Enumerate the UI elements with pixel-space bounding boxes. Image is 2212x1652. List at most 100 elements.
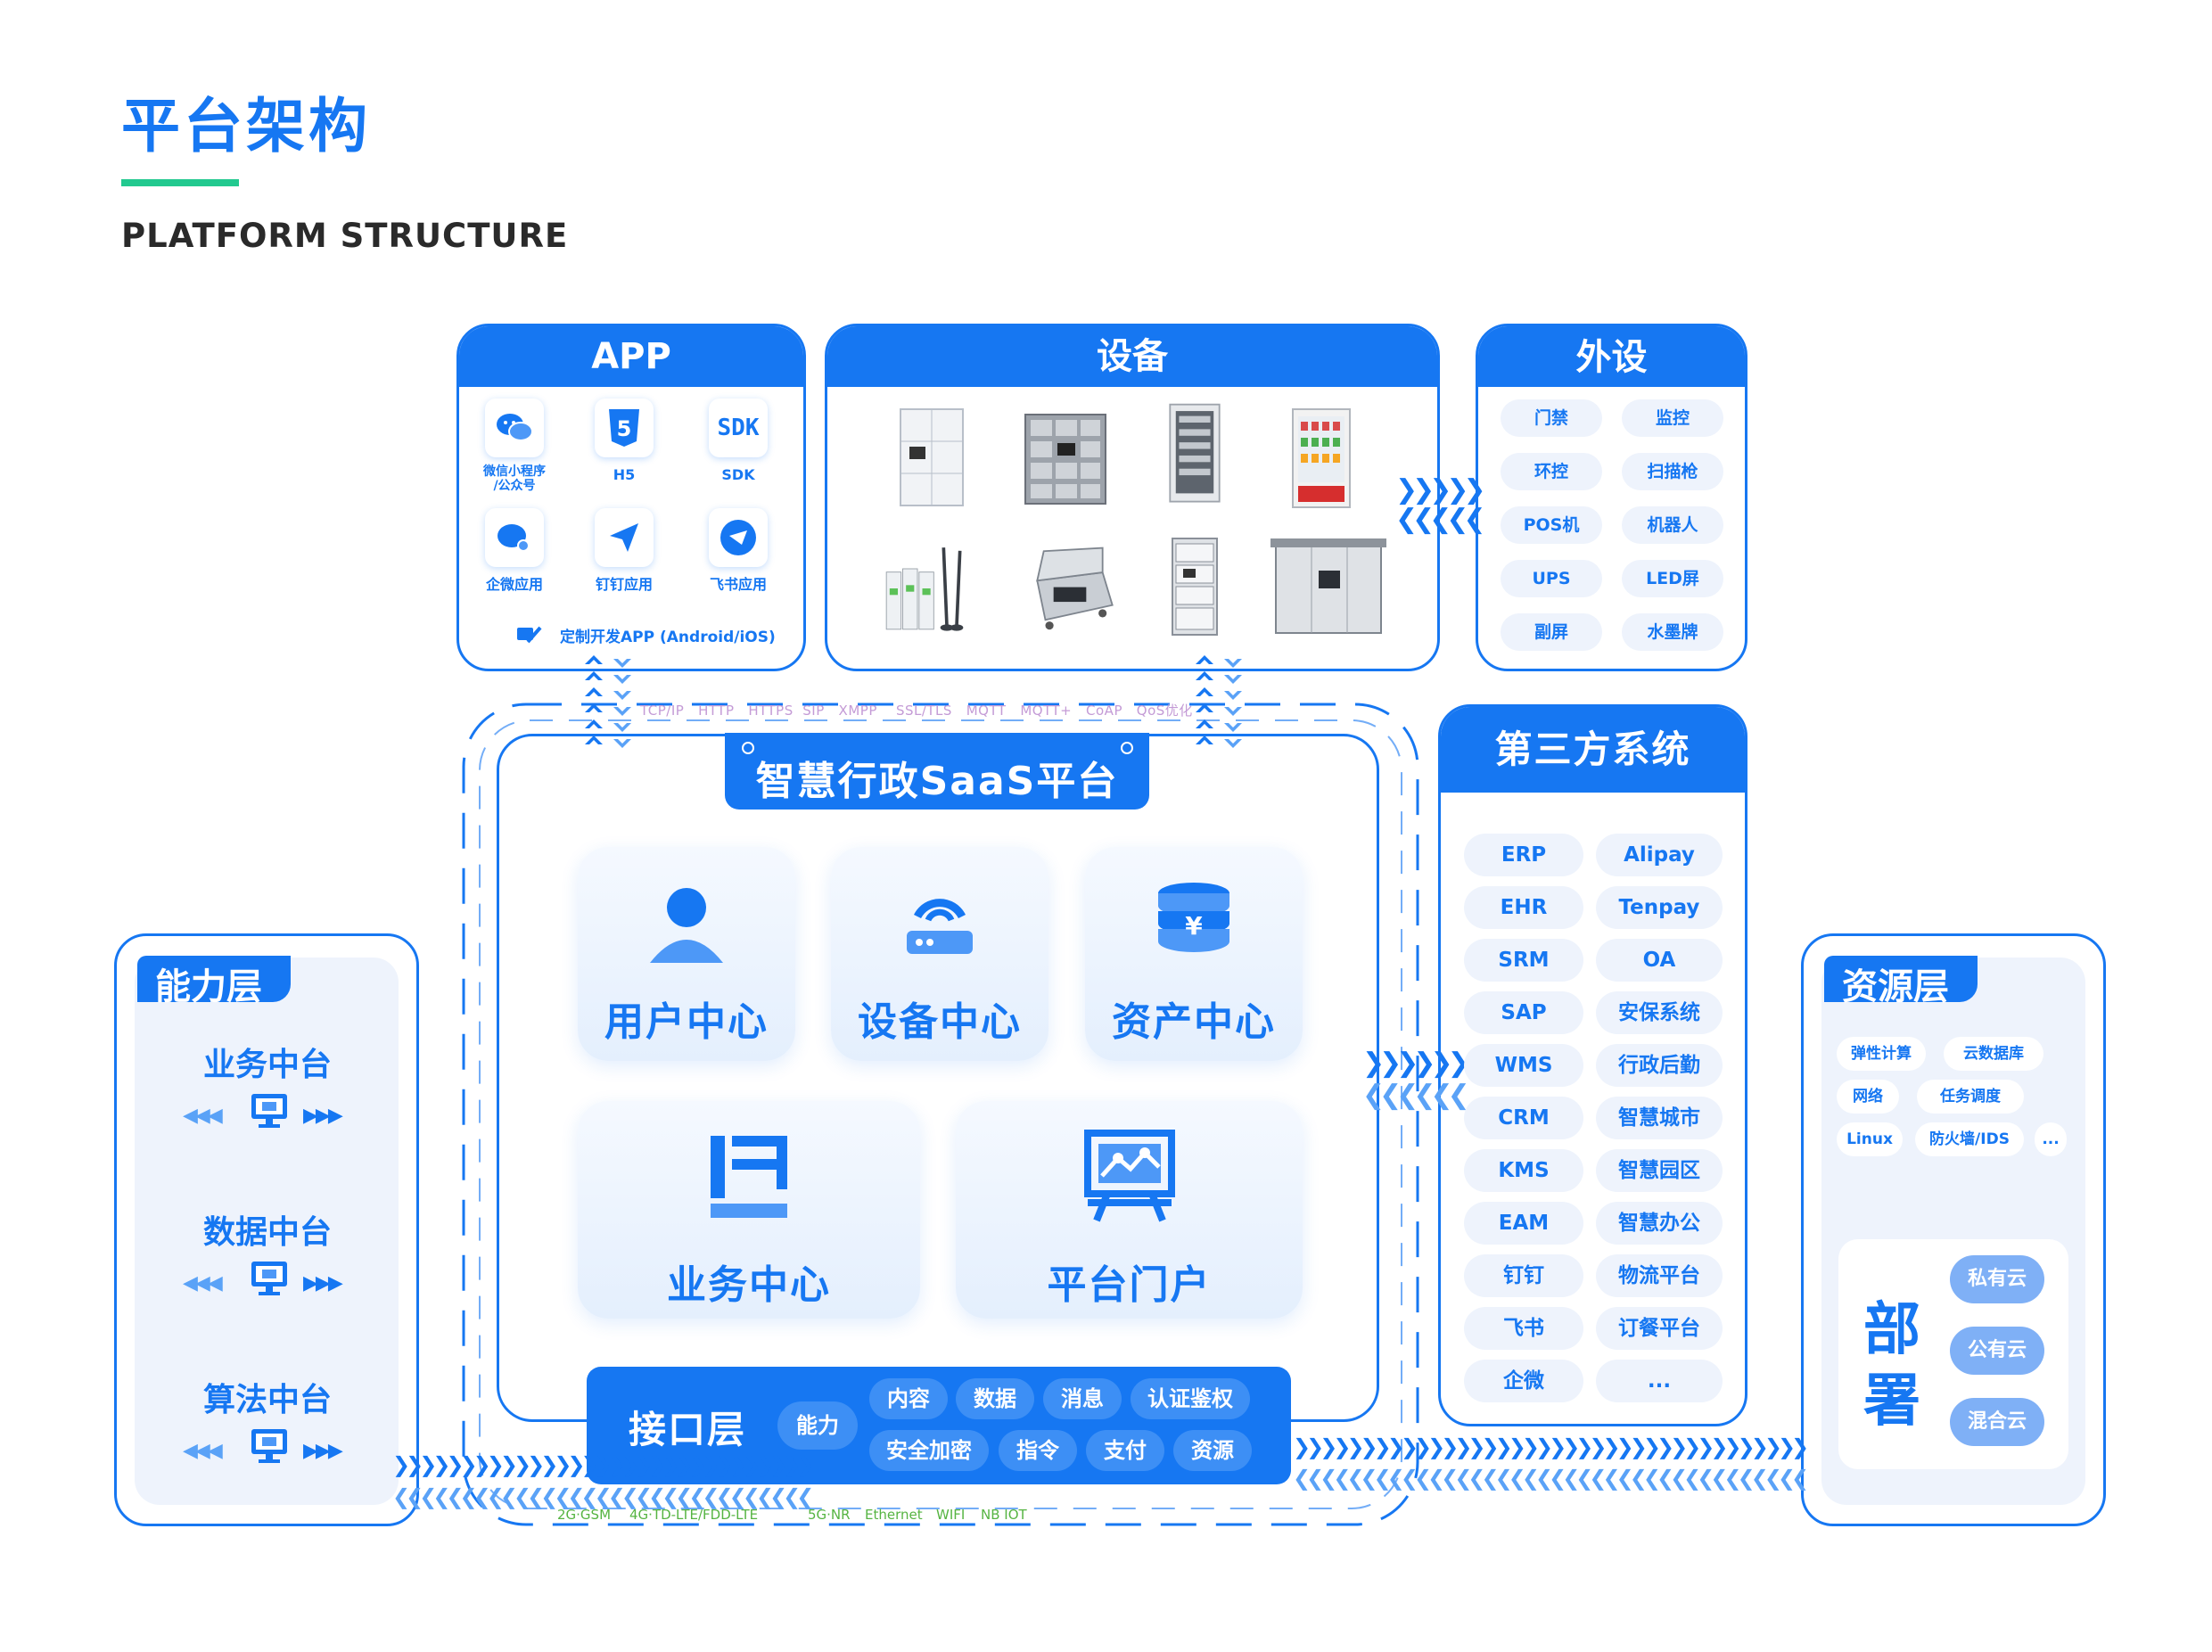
third-party-item[interactable]: EAM bbox=[1464, 1202, 1583, 1245]
tile-business-center[interactable]: 业务中心 bbox=[578, 1101, 920, 1319]
third-party-item[interactable]: ... bbox=[1596, 1360, 1723, 1402]
network-label: WIFI bbox=[936, 1507, 966, 1523]
third-party-item[interactable]: WMS bbox=[1464, 1044, 1583, 1087]
resource-tag[interactable]: 弹性计算 bbox=[1837, 1037, 1926, 1071]
capability-title-bg bbox=[137, 956, 291, 1002]
custom-app-icon bbox=[515, 622, 542, 645]
peripheral-pill[interactable]: 水墨牌 bbox=[1622, 613, 1723, 651]
interface-layer-title: 接口层 bbox=[629, 1408, 747, 1451]
peripherals-panel-title: 外设 bbox=[1478, 326, 1745, 387]
tile-label: 平台门户 bbox=[1047, 1262, 1212, 1308]
third-party-item[interactable]: 安保系统 bbox=[1596, 991, 1723, 1034]
app-item-label: H5 bbox=[613, 466, 636, 483]
third-party-item[interactable]: SRM bbox=[1464, 939, 1583, 982]
third-party-item[interactable]: SAP bbox=[1464, 991, 1583, 1034]
peripheral-pill[interactable]: 副屏 bbox=[1501, 613, 1602, 651]
interface-pill[interactable]: 资源 bbox=[1173, 1430, 1252, 1471]
interface-pill[interactable]: 指令 bbox=[999, 1430, 1077, 1471]
deploy-option[interactable]: 混合云 bbox=[1950, 1398, 2044, 1446]
deploy-option[interactable]: 公有云 bbox=[1950, 1327, 2044, 1375]
resource-tag[interactable]: 云数据库 bbox=[1944, 1037, 2043, 1071]
network-label: Ethernet bbox=[865, 1507, 923, 1523]
arrow-right-icon: ▶▶▶ bbox=[303, 1105, 343, 1127]
monitor-qr-icon bbox=[250, 1426, 289, 1465]
interface-side-pill[interactable]: 能力 bbox=[777, 1401, 858, 1450]
arrow-right-icon: ▶▶▶ bbox=[303, 1272, 343, 1294]
app-panel: APP bbox=[456, 324, 806, 671]
third-party-item[interactable]: Tenpay bbox=[1596, 886, 1723, 929]
resource-tag[interactable]: Linux bbox=[1837, 1122, 1903, 1156]
feishu-icon[interactable] bbox=[709, 508, 768, 567]
locker-gray-icon bbox=[1024, 414, 1106, 505]
deploy-option[interactable]: 私有云 bbox=[1950, 1255, 2044, 1303]
third-party-item[interactable]: KMS bbox=[1464, 1149, 1583, 1192]
interface-pill[interactable]: 认证鉴权 bbox=[1131, 1378, 1250, 1419]
third-party-item[interactable]: 订餐平台 bbox=[1596, 1307, 1723, 1350]
protocols-label: TCP/IP HTTP HTTPS SIP XMPP SSL/TLS MQTT … bbox=[640, 703, 1193, 719]
resource-title-bg bbox=[1824, 956, 1978, 1002]
devices-panel-title: 设备 bbox=[827, 326, 1437, 387]
saas-platform-title-bg bbox=[725, 733, 1149, 810]
saas-platform-title: 智慧行政SaaS平台 bbox=[755, 759, 1119, 804]
peripheral-pill[interactable]: 门禁 bbox=[1501, 399, 1602, 437]
arrow-left-icon: ◀◀◀ bbox=[183, 1440, 223, 1462]
interface-pill[interactable]: 数据 bbox=[956, 1378, 1034, 1419]
coin-stack-icon: ¥ bbox=[1158, 883, 1229, 952]
third-party-item[interactable]: 智慧园区 bbox=[1596, 1149, 1723, 1192]
tile-label: 用户中心 bbox=[604, 999, 769, 1045]
parcel-locker-icon bbox=[1270, 538, 1386, 634]
interface-pill[interactable]: 消息 bbox=[1043, 1378, 1122, 1419]
resource-tag[interactable]: 任务调度 bbox=[1917, 1080, 2024, 1114]
resource-tag[interactable]: ... bbox=[2035, 1122, 2067, 1156]
peripheral-pill[interactable]: LED屏 bbox=[1622, 560, 1723, 597]
third-party-item[interactable]: CRM bbox=[1464, 1097, 1583, 1139]
arrow-left-icon: ❮❮❮❮❮❮❮❮❮❮❮❮❮❮❮❮❮❮❮❮❮❮❮❮❮❮❮❮❮❮❮ bbox=[392, 1484, 814, 1509]
arrow-right-icon: ❯❯❯❯❯❯❯❯❯❯❯❯❯❯❯❯❯❯❯❯❯❯❯❯❯❯❯❯❯❯❯❯❯❯❯❯❯❯ bbox=[1293, 1434, 1809, 1459]
arrow-right-icon: ❯❯❯❯❯❯ bbox=[1362, 1048, 1470, 1079]
peripheral-pill[interactable]: 扫描枪 bbox=[1622, 453, 1723, 490]
interface-pill[interactable]: 安全加密 bbox=[869, 1430, 989, 1471]
dingtalk-icon[interactable] bbox=[595, 508, 654, 567]
tile-label: 业务中心 bbox=[667, 1262, 831, 1308]
app-item-label: SDK bbox=[721, 466, 755, 483]
network-label: 5G·NR bbox=[808, 1507, 851, 1523]
third-party-item[interactable]: Alipay bbox=[1596, 834, 1723, 876]
peripheral-pill[interactable]: 环控 bbox=[1501, 453, 1602, 490]
app-item-label: 企微应用 bbox=[485, 576, 543, 593]
third-party-item[interactable]: 企微 bbox=[1464, 1360, 1583, 1402]
peripheral-pill[interactable]: 机器人 bbox=[1622, 506, 1723, 544]
monitor-chart-icon bbox=[250, 1258, 289, 1297]
title-underline bbox=[121, 179, 239, 186]
third-party-item[interactable]: 行政后勤 bbox=[1596, 1044, 1723, 1087]
app-panel-title: APP bbox=[459, 326, 803, 387]
third-party-item[interactable]: 钉钉 bbox=[1464, 1254, 1583, 1297]
arrow-left-icon: ❮❮❮❮❮❮ bbox=[1362, 1080, 1470, 1111]
deploy-title-2: 署 bbox=[1863, 1368, 1920, 1434]
third-party-item[interactable]: 智慧城市 bbox=[1596, 1097, 1723, 1139]
third-party-item[interactable]: 智慧办公 bbox=[1596, 1202, 1723, 1245]
tile-platform-portal[interactable]: 平台门户 bbox=[956, 1101, 1303, 1319]
peripheral-pill[interactable]: POS机 bbox=[1501, 506, 1602, 544]
page-subtitle: PLATFORM STRUCTURE bbox=[121, 217, 569, 255]
tile-asset-center[interactable]: ¥ 资产中心 bbox=[1085, 847, 1303, 1061]
html5-icon[interactable]: 5 bbox=[595, 399, 654, 457]
third-party-item[interactable]: 物流平台 bbox=[1596, 1254, 1723, 1297]
tile-device-center[interactable]: 设备中心 bbox=[831, 847, 1048, 1061]
resource-tag[interactable]: 网络 bbox=[1837, 1080, 1899, 1114]
saas-title-dot-right bbox=[1121, 742, 1133, 754]
wechat-icon[interactable] bbox=[485, 399, 544, 457]
resource-tag[interactable]: 防火墙/IDS bbox=[1915, 1122, 2024, 1156]
third-party-item[interactable]: EHR bbox=[1464, 886, 1583, 929]
peripheral-pill[interactable]: 监控 bbox=[1622, 399, 1723, 437]
interface-pill[interactable]: 内容 bbox=[869, 1378, 948, 1419]
sdk-icon[interactable]: SDK bbox=[709, 399, 768, 457]
third-party-item[interactable]: OA bbox=[1596, 939, 1723, 982]
third-party-item[interactable]: 飞书 bbox=[1464, 1307, 1583, 1350]
peripheral-pill[interactable]: UPS bbox=[1501, 560, 1602, 597]
interface-pill[interactable]: 支付 bbox=[1086, 1430, 1164, 1471]
toolbox-icon bbox=[1036, 547, 1114, 630]
network-label: 4G·TD-LTE/FDD-LTE bbox=[629, 1507, 759, 1523]
tile-user-center[interactable]: 用户中心 bbox=[578, 847, 795, 1061]
third-party-item[interactable]: ERP bbox=[1464, 834, 1583, 876]
wecom-icon[interactable] bbox=[485, 508, 544, 567]
